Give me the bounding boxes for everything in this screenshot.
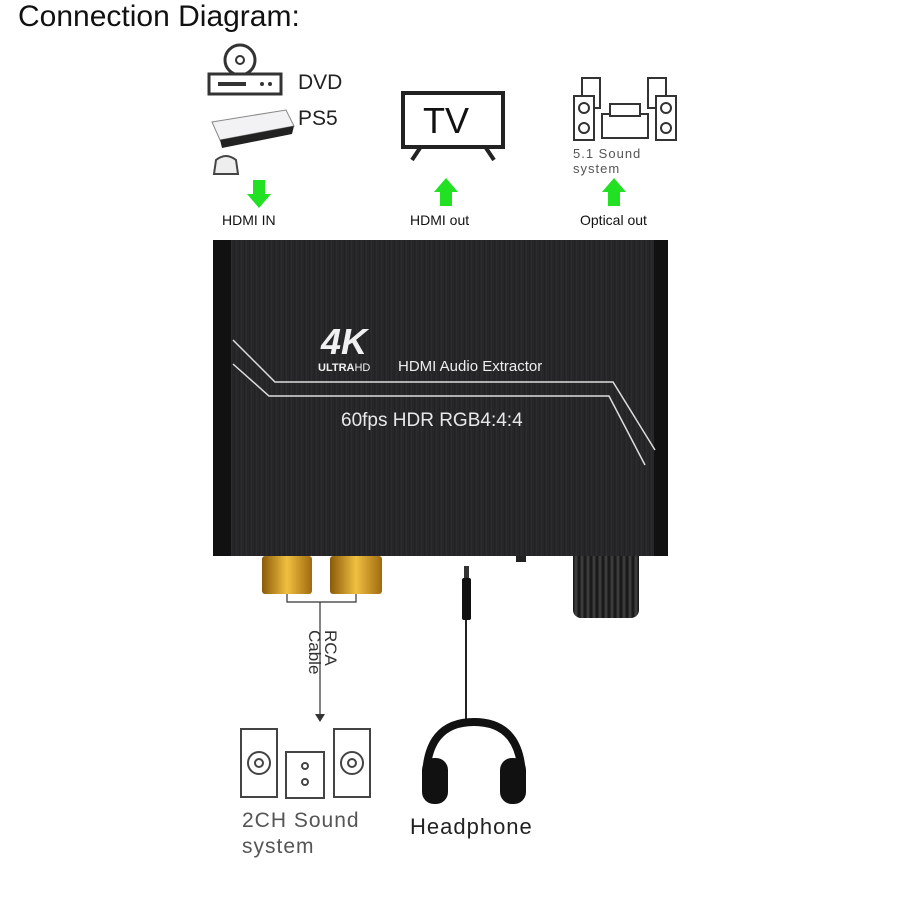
dvd-player-icon xyxy=(207,43,283,96)
arrow-down-icon xyxy=(247,180,271,208)
stereo-label-2: system xyxy=(242,835,315,858)
stereo-label-1: 2CH Sound xyxy=(242,809,360,832)
headphone-port xyxy=(516,556,526,562)
device-name: HDMI Audio Extractor xyxy=(398,358,543,375)
stereo-speakers-icon xyxy=(240,728,371,799)
rca-jack-right xyxy=(330,556,382,594)
logo-hd: HD xyxy=(354,362,371,374)
logo-ultrahd: ULTRAHD xyxy=(318,362,370,374)
hdmi-audio-extractor-device: 4K ULTRAHD HDMI Audio Extractor 60fps HD… xyxy=(213,240,668,556)
headphone-label: Headphone xyxy=(410,814,533,839)
diagram-title: Connection Diagram: xyxy=(18,0,300,33)
rca-label-1: RCA xyxy=(321,630,340,666)
hdmi-in-label: HDMI IN xyxy=(222,212,276,228)
volume-knob[interactable] xyxy=(573,556,639,618)
tv-label: TV xyxy=(423,100,470,141)
logo-4k: 4K xyxy=(321,321,368,362)
rca-jack-left xyxy=(262,556,312,594)
headphone-icon xyxy=(422,717,526,804)
arrow-up-icon xyxy=(434,178,458,206)
surround-system-icon xyxy=(573,77,677,141)
ps5-console-icon xyxy=(211,109,295,175)
arrow-up-icon xyxy=(602,178,626,206)
hdmi-out-label: HDMI out xyxy=(410,212,470,228)
surround-label-2: system xyxy=(573,161,621,176)
rca-label-2: Cable xyxy=(305,630,324,675)
dvd-label: DVD xyxy=(298,71,343,94)
logo-ultra: ULTRA xyxy=(318,362,355,374)
surround-label-1: 5.1 Sound xyxy=(573,146,642,161)
optical-out-label: Optical out xyxy=(580,212,647,228)
decorative-lines xyxy=(232,339,656,466)
tv-icon xyxy=(401,91,505,162)
device-spec: 60fps HDR RGB4:4:4 xyxy=(341,410,523,431)
ps5-label: PS5 xyxy=(298,107,338,130)
